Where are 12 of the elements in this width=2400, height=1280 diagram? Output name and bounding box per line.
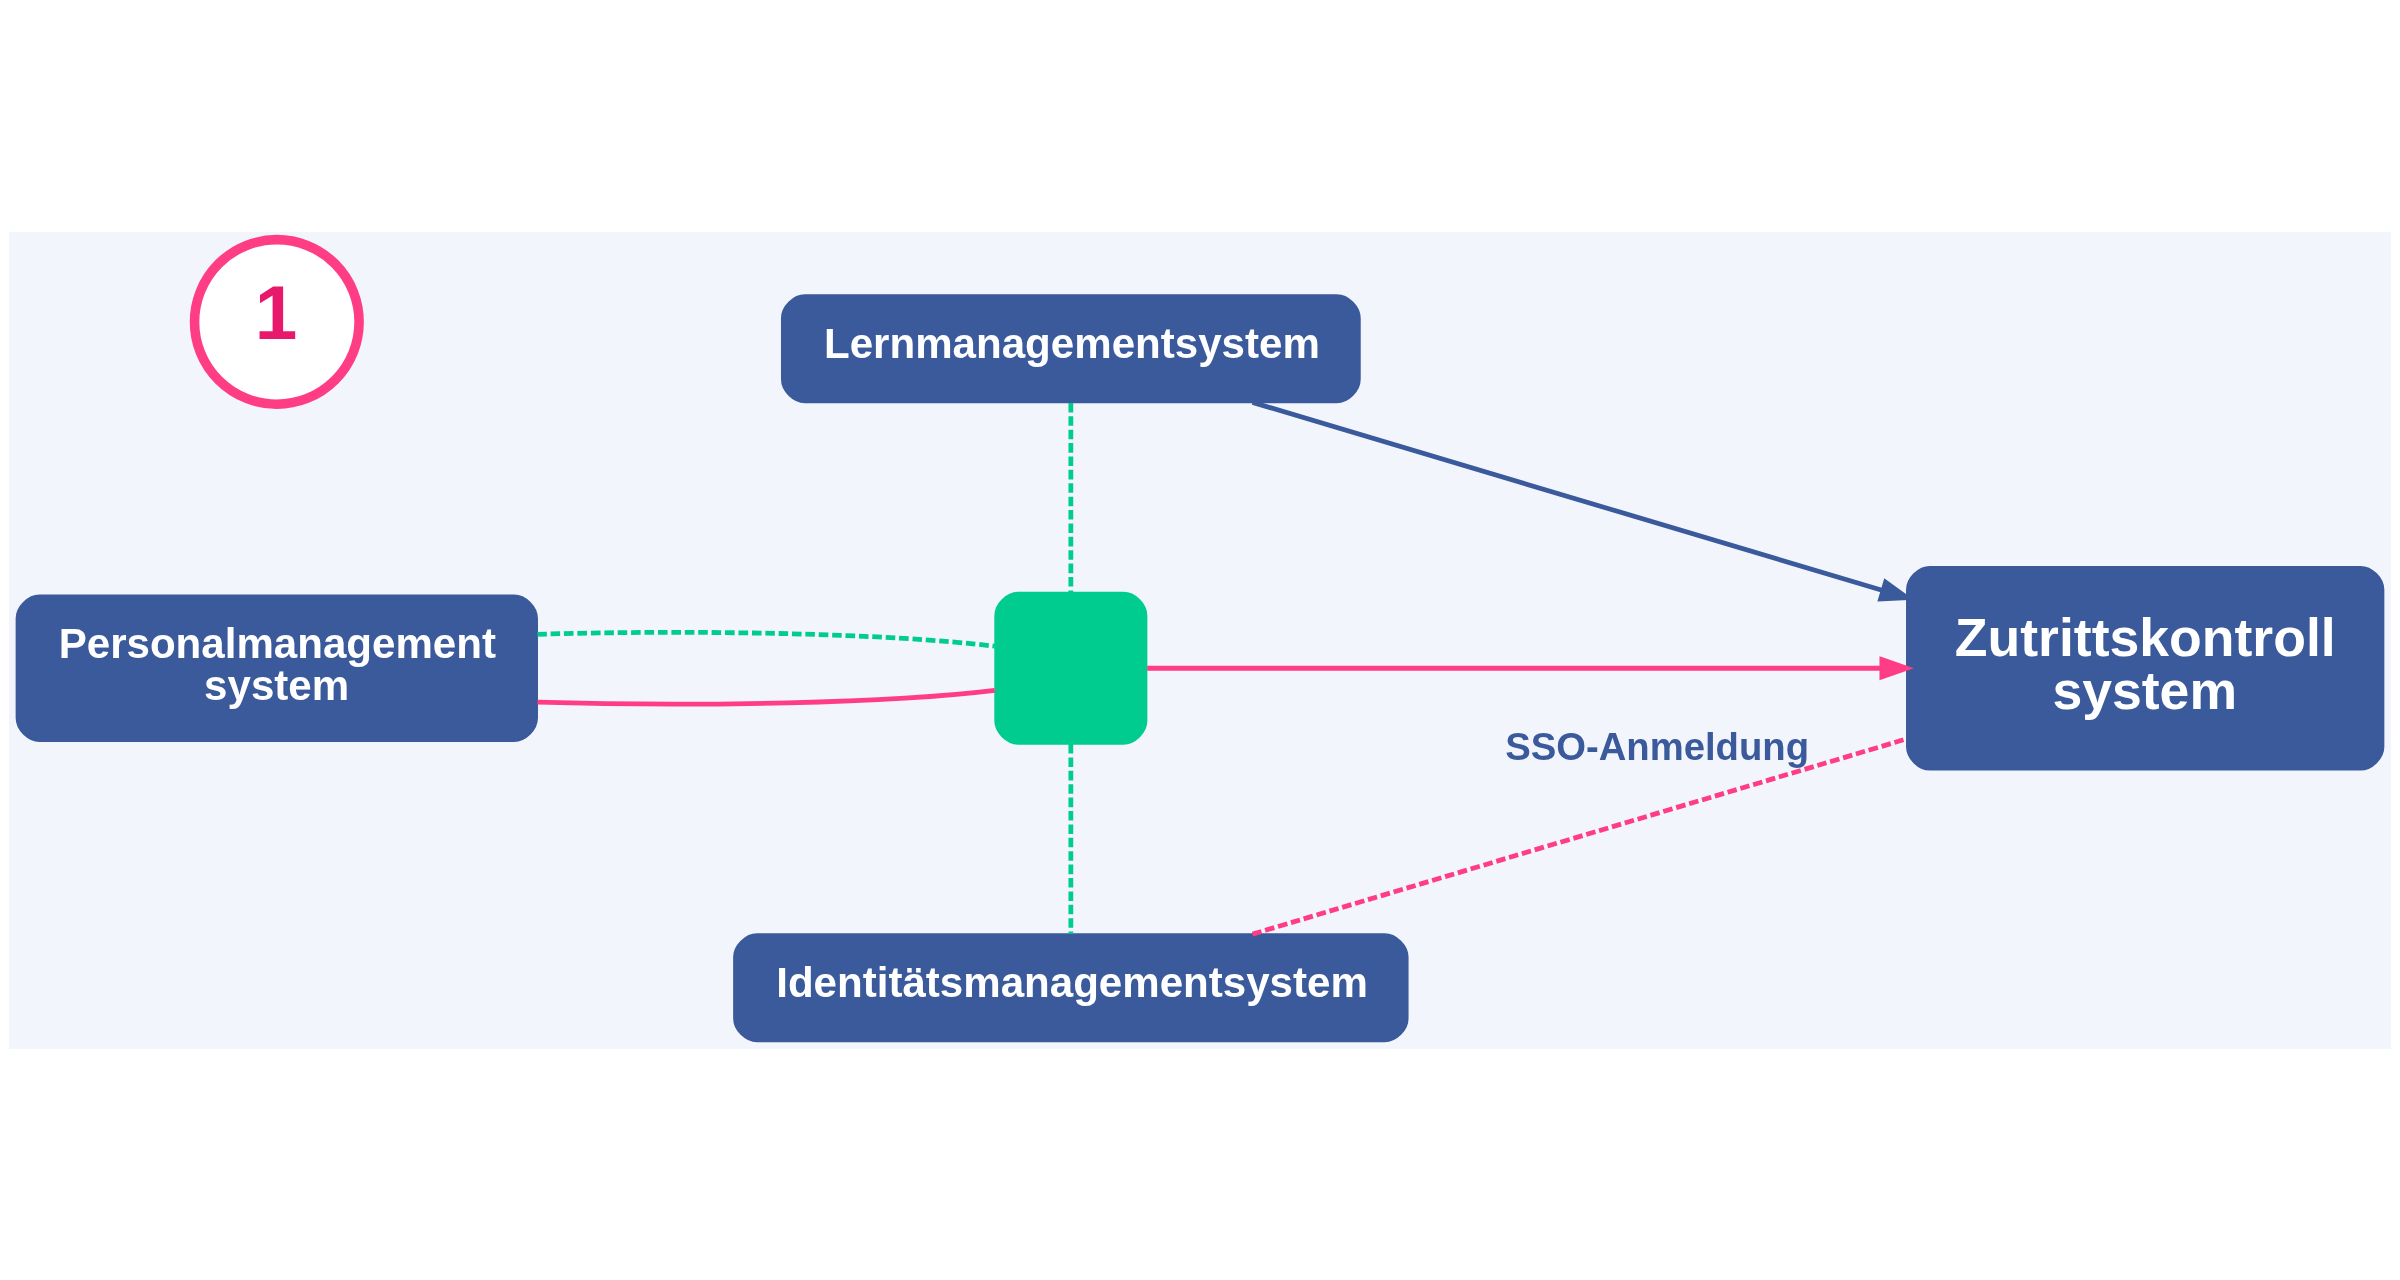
node-box: Lernmanagementsystem [780,293,1361,403]
arrow [1147,655,1914,680]
node-box: Identitätsmanagementsystem [733,932,1409,1042]
node-box [994,591,1148,745]
connector [537,687,995,706]
node-circle: 1 [189,234,364,409]
node-box: Zutrittskontroll system [1906,565,2385,771]
connector [1068,743,1074,934]
node-box: Personalmanagement system [15,594,538,742]
edge-label: SSO-Anmeldung [1505,724,1810,768]
connector [1068,402,1074,592]
connector [537,629,995,649]
